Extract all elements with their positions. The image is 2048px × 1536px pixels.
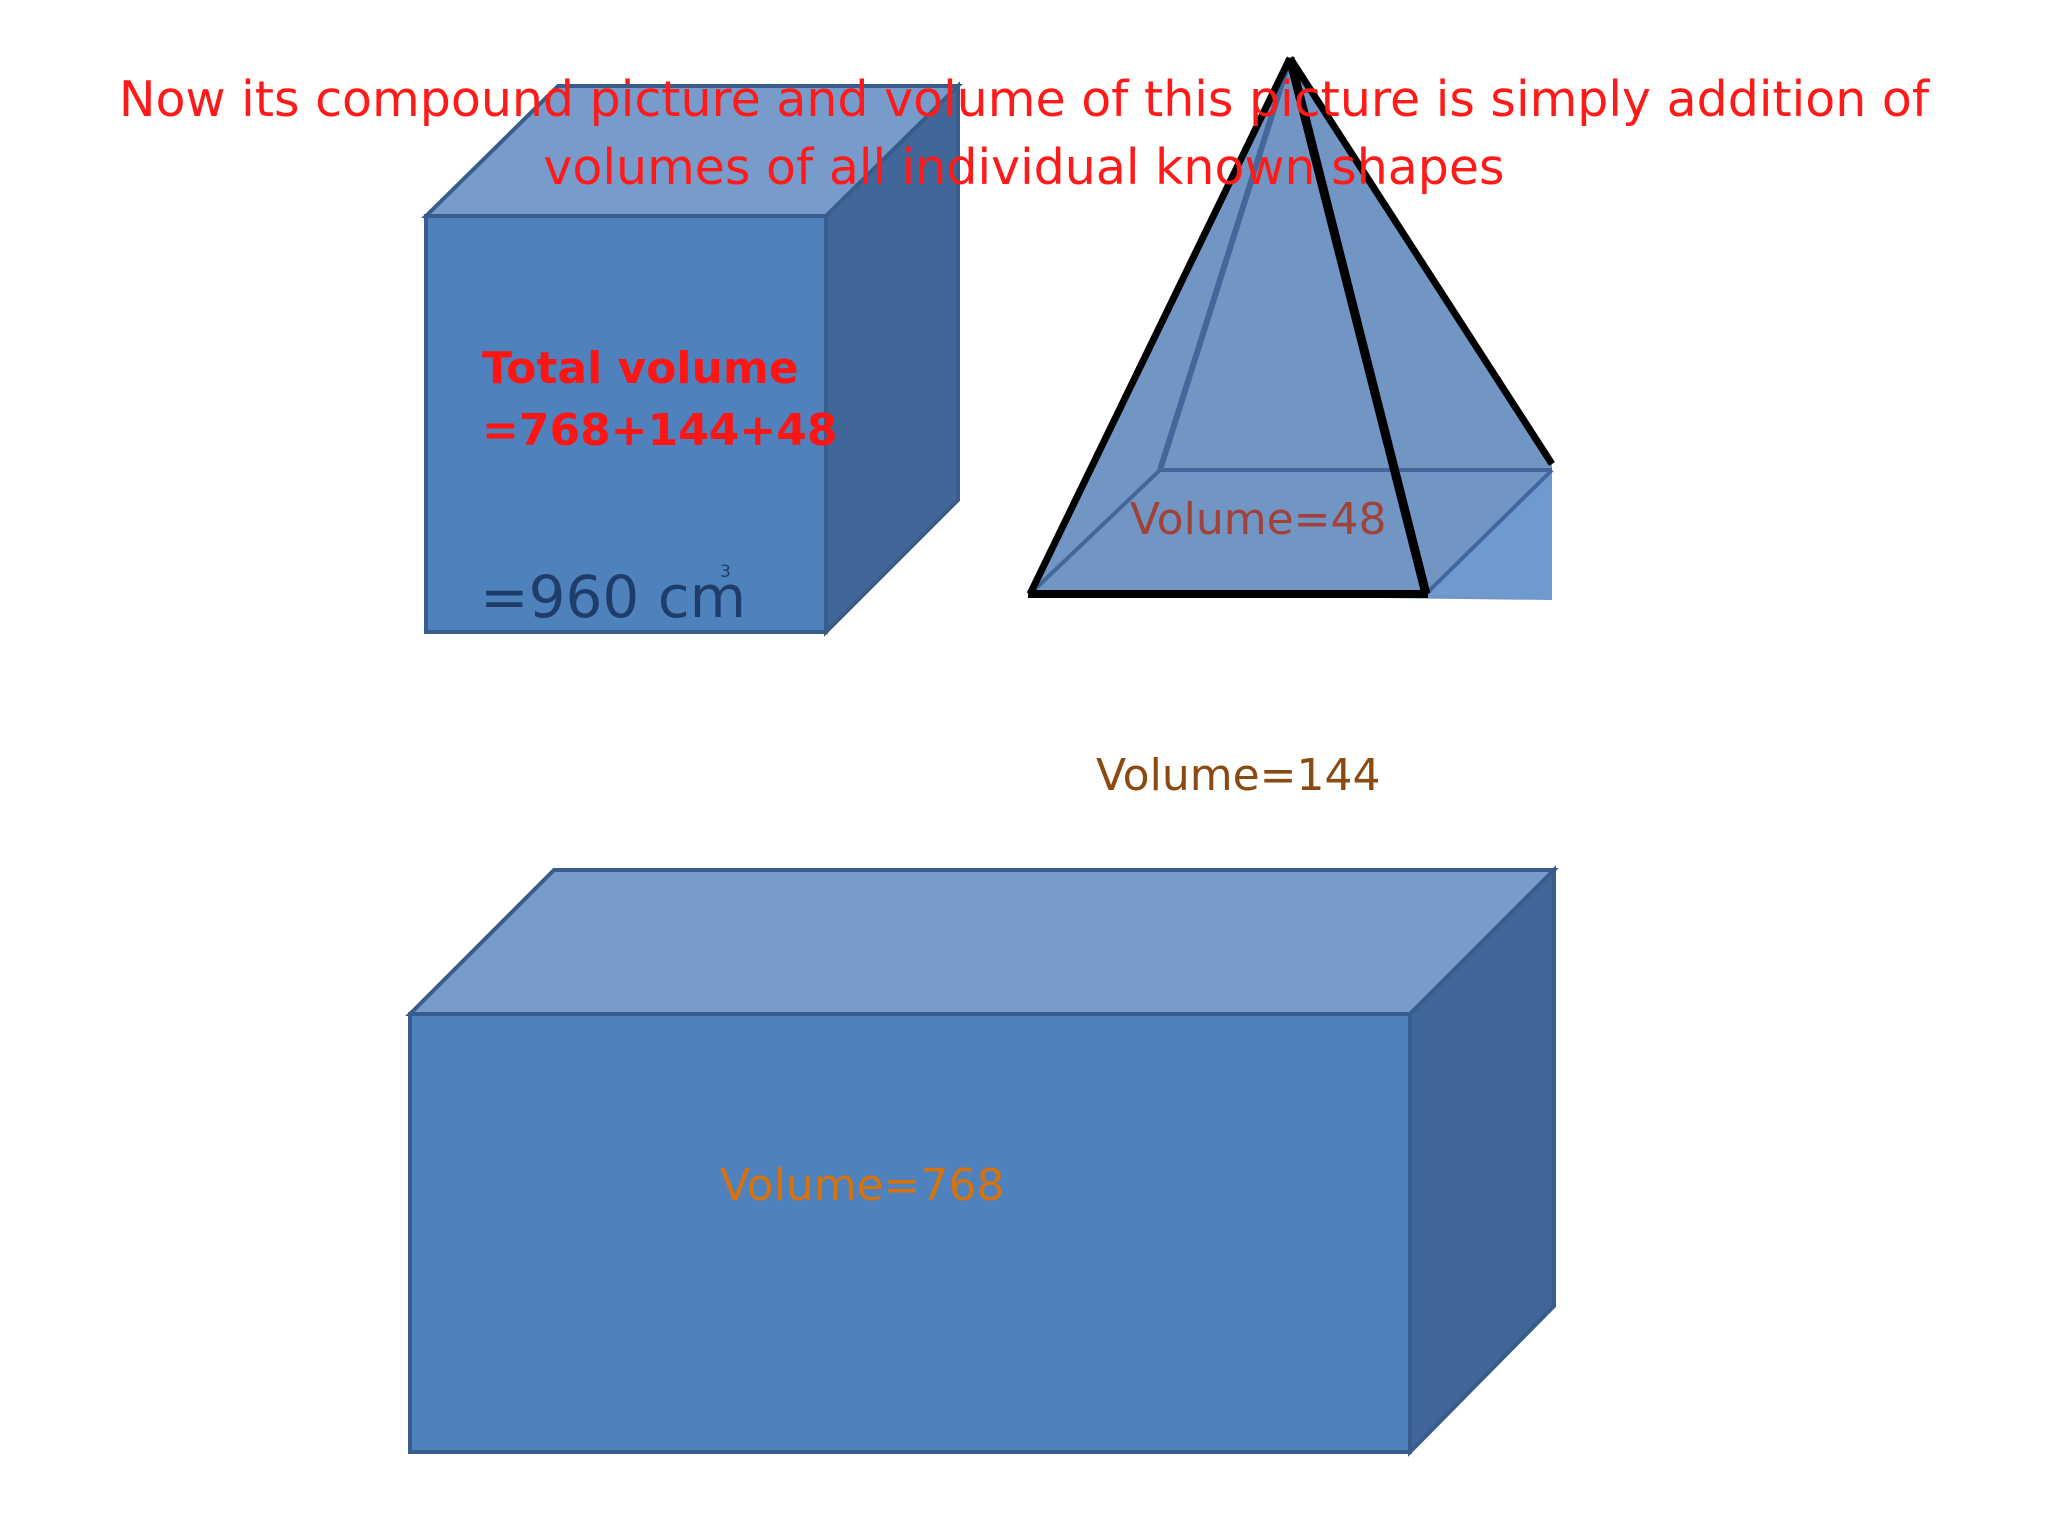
pyramid-edge-left [1026, 56, 1294, 596]
pyramid-base-right-edge [1424, 468, 1554, 596]
pyramid-edge-right [1287, 56, 1555, 466]
pyramid-back-edge-base-left [1028, 468, 1162, 596]
total-volume-line2: =768+144+48 [482, 405, 838, 456]
pyramid-edge-front [1285, 56, 1431, 596]
middle-volume-label: Volume=144 [1096, 750, 1381, 801]
cubic-superscript: 3 [720, 562, 731, 582]
pyramid-volume-label: Volume=48 [1130, 494, 1387, 545]
cuboid-top-face [405, 868, 1559, 1016]
cube-front-face [424, 214, 828, 634]
total-volume-text: Total volume =768+144+48 [482, 338, 838, 462]
total-volume-result: =960 cm [480, 563, 747, 631]
total-volume-line1: Total volume [482, 343, 799, 394]
cuboid-front-face [408, 1012, 1412, 1454]
pyramid-back-edge-apex [1157, 57, 1293, 471]
slide-title: Now its compound picture and volume of t… [118, 71, 1930, 196]
pyramid [1026, 56, 1555, 600]
cuboid [405, 865, 1559, 1457]
cube [421, 81, 963, 637]
cuboid-volume-label: Volume=768 [720, 1160, 1005, 1211]
